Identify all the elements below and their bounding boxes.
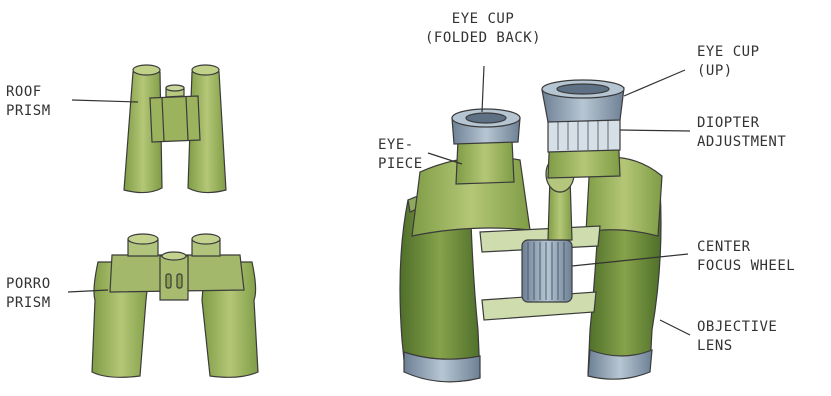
- label-eye-cup-folded-line-2: (FOLDED BACK): [425, 30, 542, 46]
- label-eyepiece-line-2: PIECE: [378, 156, 423, 172]
- label-diopter-line-2: ADJUSTMENT: [697, 134, 787, 150]
- label-roof-prism-line-1: ROOF: [6, 84, 42, 100]
- label-eye-cup-up-line-1: EYE CUP: [697, 44, 760, 60]
- label-diopter-adjustment: DIOPTER ADJUSTMENT: [697, 114, 786, 152]
- label-porro-prism-line-1: PORRO: [6, 276, 51, 292]
- leader-lines: [67, 65, 691, 336]
- label-center-focus-line-2: FOCUS WHEEL: [697, 258, 796, 274]
- label-objective-line-2: LENS: [697, 338, 733, 354]
- label-eyepiece: EYE- PIECE: [378, 136, 423, 174]
- label-objective-lens: OBJECTIVE LENS: [697, 318, 777, 356]
- roof-prism-binoculars: [123, 64, 227, 194]
- porro-prism-binoculars: [91, 233, 259, 378]
- label-eye-cup-folded: EYE CUP (FOLDED BACK): [425, 10, 541, 48]
- label-eye-cup-up: EYE CUP (UP): [697, 43, 760, 81]
- label-roof-prism: ROOF PRISM: [6, 83, 51, 121]
- label-center-focus-wheel: CENTER FOCUS WHEEL: [697, 238, 795, 276]
- label-roof-prism-line-2: PRISM: [6, 103, 51, 119]
- label-eye-cup-folded-line-1: EYE CUP: [451, 11, 515, 27]
- detailed-binoculars: [399, 79, 663, 383]
- label-objective-line-1: OBJECTIVE: [697, 319, 778, 335]
- label-center-focus-line-1: CENTER: [697, 239, 751, 255]
- label-porro-prism-line-2: PRISM: [6, 295, 51, 311]
- label-eyepiece-line-1: EYE-: [378, 137, 414, 153]
- label-diopter-line-1: DIOPTER: [697, 115, 760, 131]
- label-porro-prism: PORRO PRISM: [6, 275, 51, 313]
- label-eye-cup-up-line-2: (UP): [697, 63, 733, 79]
